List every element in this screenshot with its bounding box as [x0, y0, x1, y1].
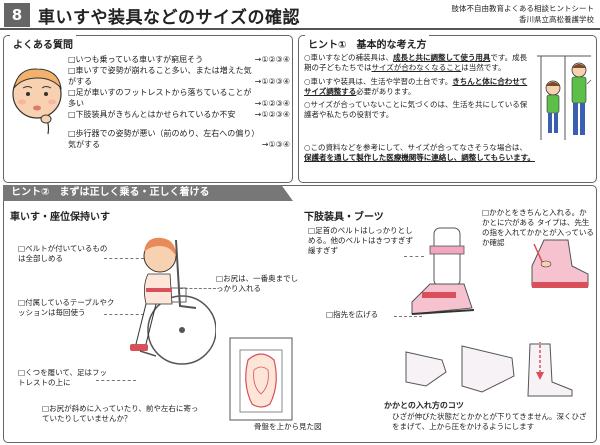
hint2-box: ヒント② まずは正しく乗る・正しく着ける 車いす・座位保持いす □ベルトが付いて… — [3, 185, 597, 443]
faq-item: □車いすで姿勢が崩れること多い、または増えた気がする →①②③④ — [68, 66, 290, 86]
heel-tip-title: かかとの入れ方のコツ — [384, 401, 464, 410]
header-source-line1: 肢体不自由教育よくある相談ヒントシート — [451, 4, 595, 13]
brace-toes-note: □指先を広げる — [326, 310, 379, 319]
faq-item: □足が車いすのフットレストから落ちていることが多い →①②③④ — [68, 88, 290, 108]
wheelchair-belt-note: □ベルトが付いているものは全部しめる — [18, 244, 108, 263]
wheelchair-heading: 車いす・座位保持いす — [10, 212, 110, 223]
hint1-point: ○この資料などを参考にして、サイズが合ってなさそうな場合は、保護者を通して製作し… — [304, 143, 535, 163]
faq-item: □下肢装具がきちんとはかせられているか不安 →①②③④ — [68, 110, 290, 119]
heel-insertion-illustration — [405, 342, 573, 397]
wheelchair-hips-note: □お尻は、一番奥までしっかり入れる — [216, 274, 299, 293]
leg-brace-illustration — [411, 227, 475, 315]
faq-title: よくある質問 — [10, 35, 76, 52]
growing-children-illustration — [537, 55, 592, 140]
faq-box: よくある質問 □いつも乗っている車いすが窮屈そう →①②③④ □車いすで姿勢が崩… — [3, 35, 293, 183]
hint1-point: ○車いすや装具は、生活や学習の土台です。きちんと体に合わせてサイズ調整する必要が… — [304, 76, 528, 96]
page-title: 車いすや装具などのサイズの確認 — [38, 8, 300, 28]
brace-heading: 下肢装具・ブーツ — [304, 212, 384, 223]
hint1-point: ○車いすなどの補装具は、成長と共に調整して使う用具です。成長期の子どもたちではサ… — [304, 53, 528, 73]
header-source: 肢体不自由教育よくある相談ヒントシート 香川県立高松養護学校 — [452, 3, 595, 25]
hint1-points: ○車いすなどの補装具は、成長と共に調整して使う用具です。成長期の子どもたちではサ… — [304, 53, 532, 124]
hint1-box: ヒント① 基本的な考え方 ○車いすなどの補装具は、成長と共に調整して使う用具です… — [298, 35, 597, 183]
hint1-point: ○サイズが合っていないことに気づくのは、生活を共にしている保護者や私たちの役割で… — [304, 100, 528, 120]
section-number: 8 — [4, 3, 30, 27]
pelvis-top-view-illustration — [229, 337, 293, 421]
page-header: 8 車いすや装具などのサイズの確認 肢体不自由教育よくある相談ヒントシート 香川… — [0, 0, 600, 30]
faq-list: □いつも乗っている車いすが窮屈そう →①②③④ □車いすで姿勢が崩れること多い、… — [68, 54, 290, 150]
wheelchair-pelvis-note: □お尻が斜めに入っていたり、前や左右に寄っていたりしていませんか？ — [42, 404, 199, 423]
faq-item: □いつも乗っている車いすが窮屈そう →①②③④ — [68, 55, 290, 64]
heel-boot-illustration — [531, 239, 589, 288]
wheelchair-foot-note: □くつを履いて、足はフットレストの上に — [18, 368, 107, 387]
brace-ankle-belt-note: □足首のベルトはしっかりとしめる。他のベルトはきつすぎず緩すぎず — [308, 226, 413, 255]
wheelchair-table-note: □付属しているテーブルやクッションは毎回使う — [18, 298, 115, 317]
thinking-child-illustration — [12, 68, 62, 135]
heel-tip-text: ひざが伸びた状態だとかかとが下りてきません。深くひざをまげて、上から圧をかけるよ… — [392, 412, 587, 431]
pelvis-caption: 骨盤を上から見た図 — [254, 422, 322, 431]
faq-item: □歩行器での姿勢が悪い（前のめり、左右への偏り）気がする →①③④ — [68, 129, 290, 149]
brace-heel-note: □かかとをきちんと入れる。かかとに穴がある タイプは、先生の指を入れてかかとが入… — [482, 208, 594, 247]
hint2-title: ヒント② まずは正しく乗る・正しく着ける — [3, 185, 293, 201]
header-source-line2: 香川県立高松養護学校 — [519, 15, 594, 24]
child-in-wheelchair-illustration — [130, 237, 216, 365]
hint1-title: ヒント① 基本的な考え方 — [305, 35, 430, 52]
